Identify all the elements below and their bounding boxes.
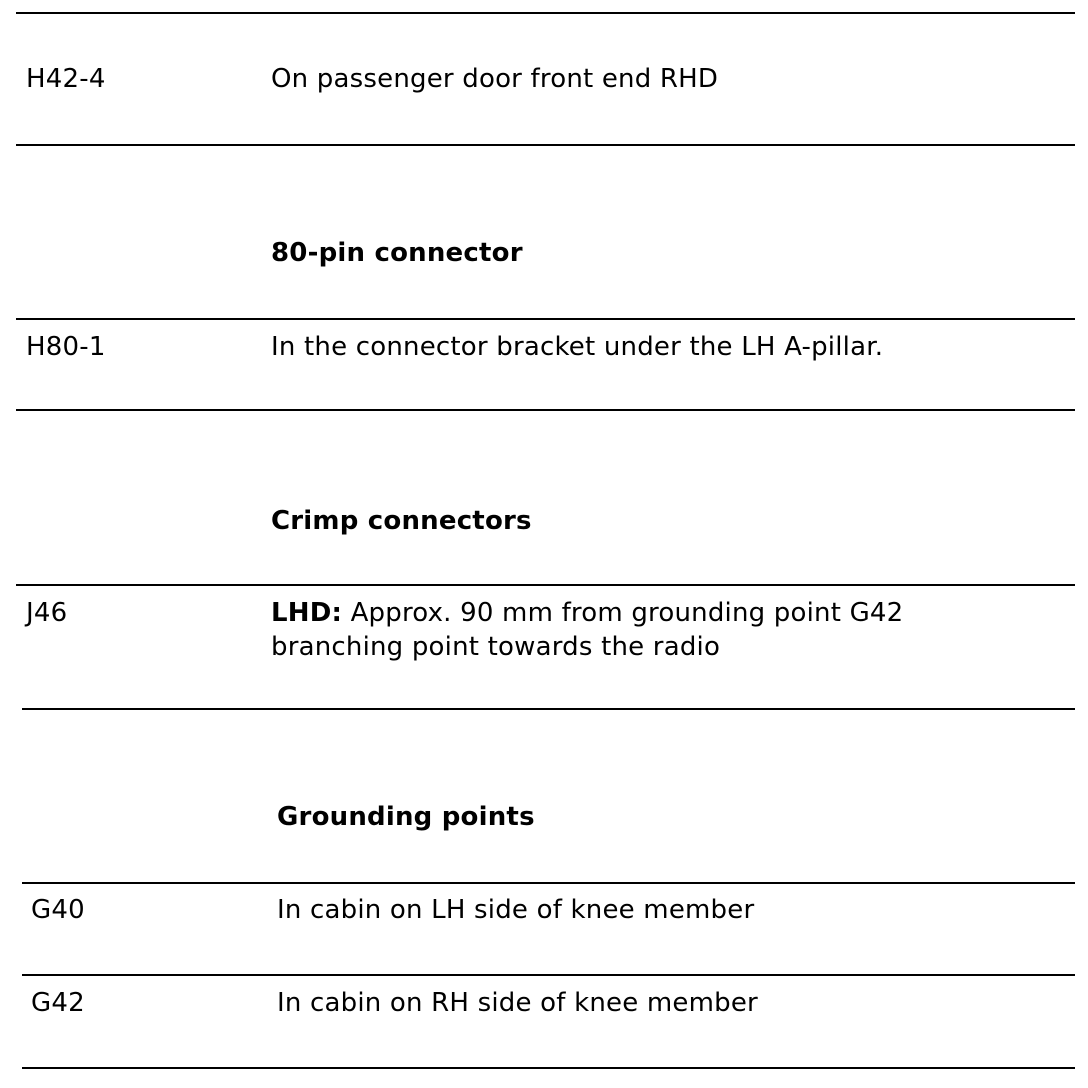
row-divider [16, 409, 1075, 411]
section-heading: Crimp connectors [271, 506, 532, 536]
row-divider [16, 318, 1075, 320]
row-divider [16, 584, 1075, 586]
location-description: LHD: Approx. 90 mm from grounding point … [271, 596, 903, 630]
connector-code: H42-4 [26, 64, 106, 94]
row-divider [22, 974, 1075, 976]
location-description: In the connector bracket under the LH A-… [271, 332, 884, 362]
row-divider [22, 882, 1075, 884]
description-line-1: Approx. 90 mm from grounding point G42 [342, 598, 904, 628]
location-description: In cabin on LH side of knee member [277, 895, 755, 925]
location-description: In cabin on RH side of knee member [277, 988, 758, 1018]
row-divider [16, 144, 1075, 146]
row-divider [22, 1067, 1075, 1069]
grounding-code: G40 [31, 895, 85, 925]
grounding-code: G42 [31, 988, 85, 1018]
section-heading: 80-pin connector [271, 238, 523, 268]
row-divider [22, 708, 1075, 710]
lhd-label: LHD: [271, 598, 343, 628]
row-divider [16, 12, 1075, 14]
section-heading: Grounding points [277, 802, 535, 832]
location-description: On passenger door front end RHD [271, 64, 719, 94]
connector-code: J46 [26, 598, 68, 628]
connector-code: H80-1 [26, 332, 106, 362]
description-line-2: branching point towards the radio [271, 632, 721, 662]
